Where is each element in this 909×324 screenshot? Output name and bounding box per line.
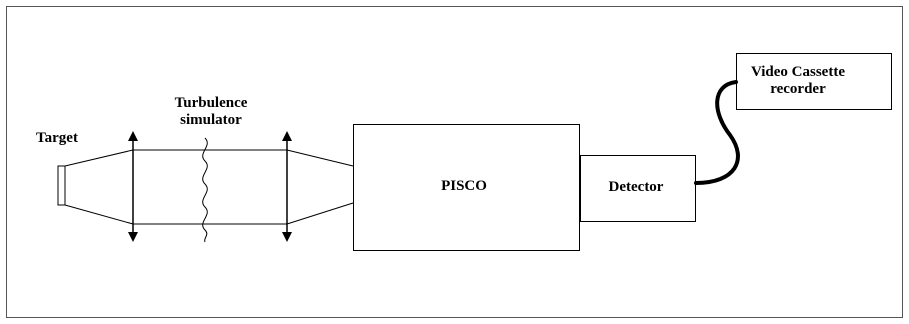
vcr-label-line1: Video Cassette	[751, 64, 845, 80]
lens-1-arrow-up	[128, 131, 138, 141]
target-body	[57, 165, 66, 206]
detector-box	[580, 155, 696, 222]
target-label: Target	[36, 130, 78, 146]
turbulence-label-line1: Turbulence	[175, 95, 248, 111]
beam-converge-top	[286, 149, 354, 167]
diagram-frame	[6, 6, 903, 318]
beam-diverge-top	[64, 149, 134, 167]
vcr-label-line2: recorder	[770, 81, 826, 97]
beam-diverge-bottom	[64, 204, 134, 225]
beam-converge-bottom	[286, 202, 354, 225]
lens-2-arrow-down	[282, 232, 292, 242]
lens-1	[128, 131, 138, 242]
beam-path	[64, 149, 354, 225]
target-source	[57, 165, 66, 206]
video-cable	[694, 80, 740, 185]
lens-2	[282, 131, 292, 242]
turbulence-wave	[202, 137, 208, 243]
lens-2-arrow-up	[282, 131, 292, 141]
pisco-box	[353, 124, 580, 251]
pisco-label: PISCO	[441, 178, 487, 194]
detector-label: Detector	[609, 179, 664, 195]
lens-1-arrow-down	[128, 232, 138, 242]
turbulence-label-line2: simulator	[180, 112, 242, 128]
